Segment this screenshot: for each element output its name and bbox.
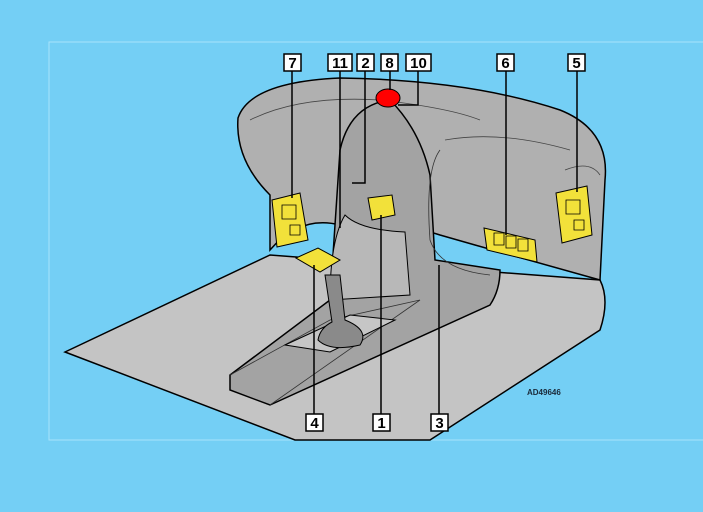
callout-box [430, 413, 449, 432]
callout-box [496, 53, 515, 72]
module-4 [294, 247, 342, 273]
dashboard-contour-line [564, 165, 601, 176]
leader-lines [291, 70, 578, 414]
callout-1: 1 [372, 413, 391, 432]
callout-box [567, 53, 586, 72]
callout-box [283, 53, 302, 72]
callout-label: 1 [377, 415, 385, 432]
callout-11: 11 [327, 53, 353, 72]
callout-box [380, 53, 399, 72]
callout-box [356, 53, 375, 72]
callout-3: 3 [430, 413, 449, 432]
callout-box [372, 413, 391, 432]
callout-label: 10 [410, 55, 427, 72]
callout-label: 8 [385, 55, 393, 72]
callout-label: 5 [572, 55, 580, 72]
relay-box-6 [483, 227, 538, 263]
callout-label: 3 [435, 415, 443, 432]
callout-5: 5 [567, 53, 586, 72]
fuse-box-5 [555, 185, 593, 244]
callout-box [305, 413, 324, 432]
fuse-box-7 [271, 192, 309, 248]
module-1 [367, 194, 396, 221]
callout-7: 7 [283, 53, 302, 72]
leader-line-10 [398, 70, 419, 106]
callout-6: 6 [496, 53, 515, 72]
figure-code: AD49646 [527, 388, 561, 397]
dashboard-contour-line [444, 136, 571, 151]
callout-4: 4 [305, 413, 324, 432]
marker-8 [375, 88, 401, 108]
leader-line-2 [352, 70, 366, 184]
gear-lever [317, 274, 364, 349]
callout-2: 2 [356, 53, 375, 72]
console-edge-line [229, 299, 421, 406]
component-relay-outlines [281, 199, 585, 252]
callout-box [405, 53, 432, 72]
callout-label: 7 [288, 55, 296, 72]
callout-8: 8 [380, 53, 399, 72]
callout-label: 6 [501, 55, 509, 72]
callout-label: 4 [310, 415, 319, 432]
callout-label: 11 [332, 55, 348, 72]
callout-box [327, 53, 353, 72]
console-side-contour [428, 149, 491, 276]
callout-10: 10 [405, 53, 432, 72]
callout-label: 2 [361, 55, 369, 72]
